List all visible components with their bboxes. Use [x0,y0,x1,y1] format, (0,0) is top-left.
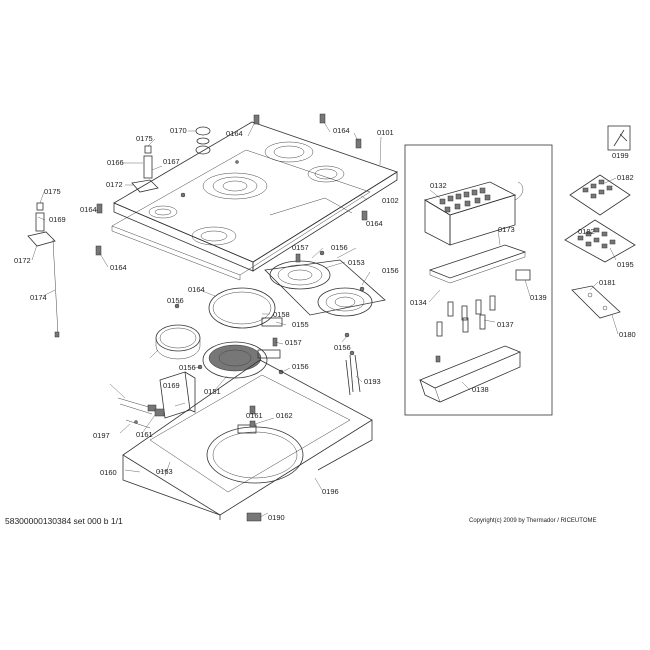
copyright-notice: Copyright(c) 2009 by Thermador / RICEUTO… [469,518,597,524]
label-0156: 0156 [179,363,196,372]
label-0137: 0137 [497,320,514,329]
document-id: 58300000130384 set 000 b 1/1 [5,516,123,526]
glass-cooktop-0101 [111,121,398,281]
label-0134: 0134 [410,298,427,307]
wire-harness-0193 [345,350,361,396]
label-0190: 0190 [268,513,285,522]
label-0199: 0199 [612,151,629,160]
label-0101: 0101 [377,128,394,137]
label-0161: 0161 [136,430,153,439]
label-0164: 0164 [226,129,243,138]
label-0155: 0155 [292,320,309,329]
label-0162: 0162 [276,411,293,420]
leader-lines [31,121,619,518]
clip-0164-group [95,113,368,256]
bottom-tray-0196 [122,359,373,522]
label-0164: 0164 [110,263,127,272]
label-0197: 0197 [93,431,110,440]
label-0167: 0167 [163,157,180,166]
label-0175: 0175 [44,187,61,196]
label-0156: 0156 [292,362,309,371]
label-0156: 0156 [334,343,351,352]
label-0182: 0182 [578,227,595,236]
accessory-parts [564,125,636,319]
label-0180: 0180 [619,330,636,339]
label-0175: 0175 [136,134,153,143]
label-0181: 0181 [599,278,616,287]
label-0170: 0170 [170,126,187,135]
label-0163: 0163 [156,467,173,476]
label-0196: 0196 [322,487,339,496]
label-0172: 0172 [14,256,31,265]
label-0156: 0156 [331,243,348,252]
label-0158: 0158 [273,310,290,319]
heating-elements [155,250,386,379]
label-0156: 0156 [167,296,184,305]
label-0164: 0164 [80,205,97,214]
label-0157: 0157 [292,243,309,252]
label-0172: 0172 [106,180,123,189]
label-0132: 0132 [430,181,447,190]
label-0169: 0169 [163,381,180,390]
part-labels: 0101 0102 0164 0164 0164 0164 0164 0170 … [14,126,636,522]
label-0161: 0161 [246,411,263,420]
label-0164: 0164 [188,285,205,294]
relay-box-0169 [117,371,256,429]
label-0151: 0151 [204,387,221,396]
label-0182: 0182 [617,173,634,182]
control-module-inset [404,144,553,416]
label-0164: 0164 [366,219,383,228]
label-0153: 0153 [348,258,365,267]
label-0160: 0160 [100,468,117,477]
label-0193: 0193 [364,377,381,386]
label-0174: 0174 [30,293,47,302]
label-0166: 0166 [107,158,124,167]
label-0156: 0156 [382,266,399,275]
label-0169: 0169 [49,215,66,224]
label-0173: 0173 [498,225,515,234]
label-0195: 0195 [617,260,634,269]
label-0138: 0138 [472,385,489,394]
label-0139: 0139 [530,293,547,302]
label-0157: 0157 [285,338,302,347]
label-0102: 0102 [382,196,399,205]
label-0164: 0164 [333,126,350,135]
